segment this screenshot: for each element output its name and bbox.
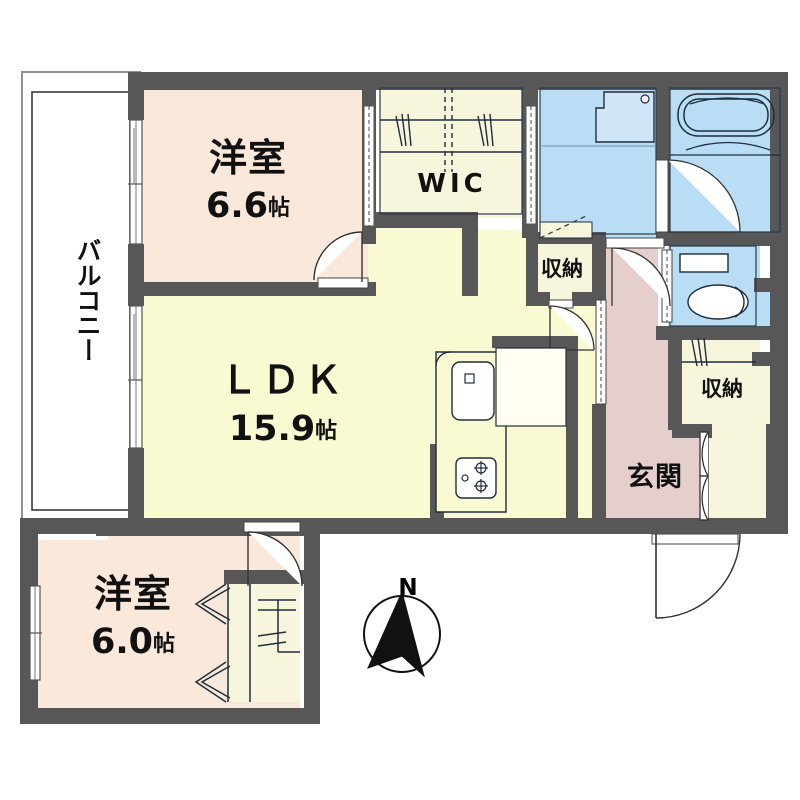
bath-door[interactable] (655, 159, 741, 233)
storage-center-fill (532, 238, 592, 300)
sliding-door-bedroom66-wic[interactable] (363, 105, 375, 227)
wall-left-3 (128, 448, 144, 522)
wall-toilet-notch (754, 278, 788, 292)
hall-door[interactable] (605, 237, 671, 307)
compass-rose: N (363, 575, 441, 678)
bedroom-60-area: 6.0帖 (91, 622, 175, 662)
wall-top (128, 72, 788, 90)
washroom-vanity (595, 91, 655, 143)
kitchen-island (435, 351, 507, 513)
wall-storage-center-left (526, 232, 538, 298)
wall-b60-bottom (20, 708, 320, 724)
wall-storage-right-notch (752, 352, 788, 366)
storage-right-label: 収納 (701, 377, 743, 401)
sliding-door-wic-washroom[interactable] (525, 105, 537, 225)
vanity-faucet-icon (640, 94, 650, 104)
bedroom-60-name: 洋室 (94, 572, 172, 616)
wall-bath-bottom (656, 232, 788, 246)
compass-north-label: N (398, 575, 417, 601)
bedroom60-door[interactable] (243, 521, 303, 587)
balcony-group: バルコニー (21, 71, 141, 523)
wall-storage-right-left (668, 330, 682, 430)
entrance-label: 玄関 (627, 461, 683, 493)
toilet-bowl-icon (687, 284, 749, 320)
wall-wic-bottom2 (462, 212, 478, 296)
wall-toilet-bottom (656, 326, 788, 340)
wall-hall-left-top (592, 232, 606, 304)
ldk-area: 15.9帖 (229, 409, 337, 449)
bedroom-66-name: 洋室 (209, 136, 287, 180)
wall-storage-center-bottom (526, 292, 550, 306)
wall-left-2 (128, 244, 144, 306)
front-door[interactable] (651, 533, 741, 619)
windows-left[interactable] (128, 119, 143, 449)
wall-b60-right (304, 528, 320, 724)
wall-storage-center-bottom2 (572, 292, 598, 306)
closet-60-fill (228, 584, 300, 702)
wic-label: WIC (417, 169, 486, 199)
kitchen-sink-icon (451, 361, 495, 421)
storage-right-doors[interactable] (699, 431, 709, 521)
wall-left-1 (128, 72, 144, 120)
closet-60-doors[interactable] (194, 583, 300, 703)
ldk-name: ＬＤＫ (220, 358, 346, 402)
wall-b60-closet-top (224, 570, 306, 584)
bathtub-icon (670, 93, 780, 156)
ldk-fill-upper (368, 225, 478, 295)
outline-wic (379, 87, 523, 215)
washroom-door-opening[interactable] (539, 215, 593, 239)
window-bedroom60[interactable] (28, 585, 42, 681)
wall-hall-left-bot (592, 404, 606, 522)
balcony-inner (31, 91, 131, 511)
toilet-fixtures (679, 253, 749, 320)
wall-kitchen-right (566, 336, 578, 518)
kitchen-counter (495, 347, 567, 427)
storage-center-label: 収納 (541, 257, 583, 281)
wall-right (770, 72, 788, 528)
toilet-tank-icon (679, 253, 729, 273)
bedroom-66-area: 6.6帖 (206, 186, 290, 226)
storage-center-door[interactable] (548, 299, 595, 351)
wall-bedroom66-right-b (362, 226, 376, 244)
wall-bedroom66-bottom (136, 282, 376, 296)
wall-wic-bottom (376, 212, 476, 228)
hall-to-ldk-door[interactable] (595, 299, 607, 405)
balcony-label: バルコニー (73, 238, 102, 363)
wall-entrance-right (766, 424, 788, 528)
storage-right-fittings (682, 337, 756, 367)
wic-fill (380, 88, 522, 218)
bedroom66-door[interactable] (313, 231, 369, 289)
compass-needle-icon (367, 590, 425, 678)
wall-entrance-bottom (640, 518, 788, 534)
wall-kitchen-back (492, 336, 570, 348)
wic-fittings (380, 88, 522, 172)
